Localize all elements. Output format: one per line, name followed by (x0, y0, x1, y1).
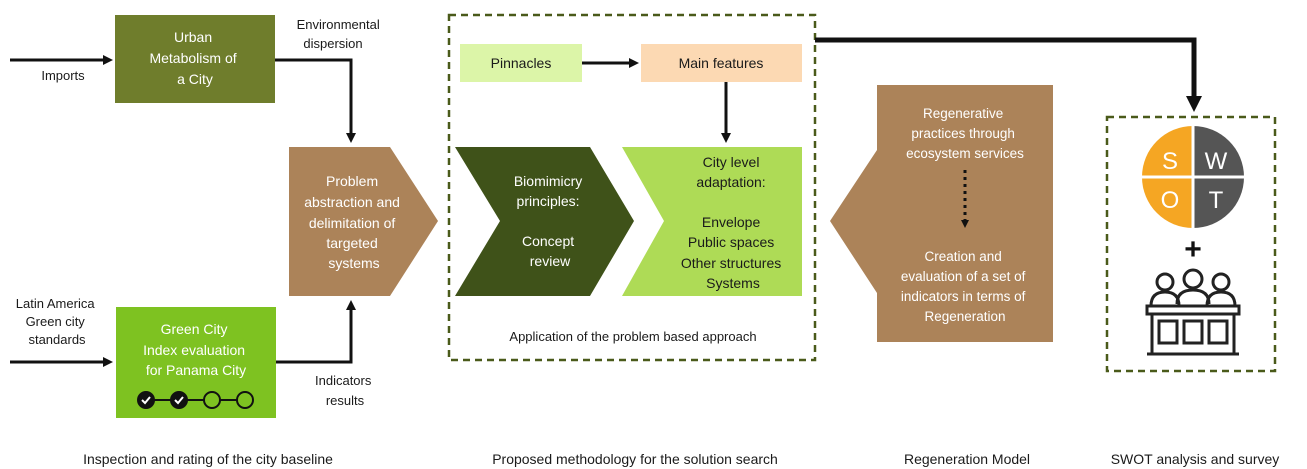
urban-metabolism-text: Urban Metabolism of a City (149, 29, 240, 87)
caption-section2: Proposed methodology for the solution se… (492, 451, 778, 467)
swot-s-quadrant (1142, 126, 1193, 177)
regeneration-top-text: Regenerative practices through ecosystem… (906, 106, 1024, 161)
progress-step-3 (203, 391, 221, 409)
environmental-dispersion-label: Environmental dispersion (297, 17, 384, 51)
regeneration-model-shape (830, 85, 1053, 342)
latin-america-label: Latin America Green city standards (16, 296, 98, 347)
main-features-box (641, 44, 802, 82)
indicators-results-label: Indicators results (315, 373, 375, 408)
problem-abstraction-text: Problem abstraction and delimitation of … (304, 173, 404, 271)
swot-o-quadrant (1142, 177, 1193, 228)
pinnacles-label: Pinnacles (491, 55, 552, 71)
progress-steps (137, 391, 254, 409)
indicators-connector (276, 300, 356, 364)
swot-dashed-frame (1105, 115, 1277, 373)
plus-sign: + (1184, 233, 1202, 266)
swot-o-letter: O (1161, 187, 1180, 214)
survey-panel-icon (1145, 268, 1241, 356)
green-city-index-text: Green City Index evaluation for Panama C… (143, 321, 249, 378)
svg-text:Imports: Imports (41, 68, 85, 83)
methodology-dashed-frame (447, 13, 817, 362)
application-caption: Application of the problem based approac… (509, 329, 756, 344)
methodology-to-swot-connector (815, 37, 1202, 112)
progress-step-2 (170, 391, 188, 409)
regeneration-bottom-text: Creation and evaluation of a set of indi… (901, 249, 1029, 324)
swot-s-letter: S (1162, 148, 1178, 175)
caption-section3: Regeneration Model (904, 451, 1030, 467)
biomimicry-text: Biomimicry principles: Concept review (514, 173, 586, 269)
progress-step-1 (137, 391, 155, 409)
swot-icon: S W O T (1142, 126, 1244, 228)
imports-label: Imports (41, 68, 85, 83)
problem-abstraction-shape (289, 147, 438, 296)
caption-section1: Inspection and rating of the city baseli… (83, 451, 333, 467)
biomimicry-chevron (455, 147, 634, 296)
swot-w-letter: W (1205, 148, 1228, 175)
pinnacles-box (460, 44, 582, 82)
city-level-chevron (622, 147, 802, 296)
swot-t-letter: T (1209, 187, 1224, 214)
caption-section4: SWOT analysis and survey (1111, 451, 1280, 467)
progress-step-4 (236, 391, 254, 409)
main-features-label: Main features (679, 55, 764, 71)
city-level-text: City level adaptation: Envelope Public s… (681, 154, 785, 291)
urban-metabolism-box (115, 15, 275, 103)
swot-w-quadrant (1193, 126, 1244, 177)
swot-t-quadrant (1193, 177, 1244, 228)
dispersion-connector (275, 58, 356, 143)
